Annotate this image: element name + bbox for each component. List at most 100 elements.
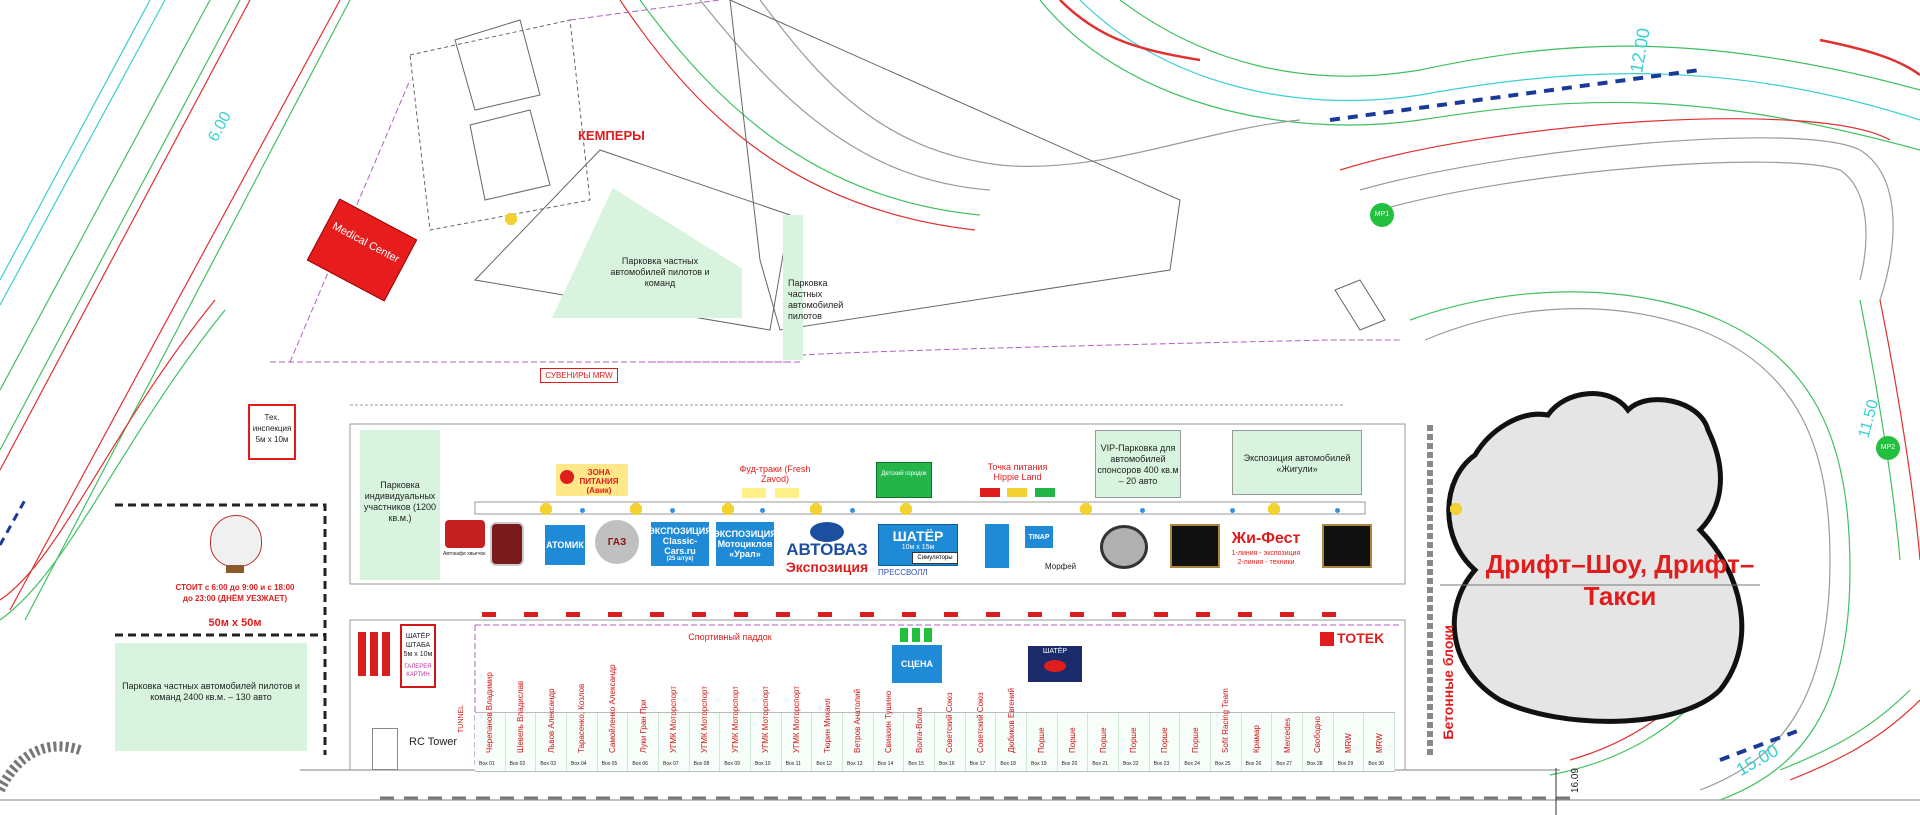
atomic-stand[interactable]: АТОМИК (545, 525, 585, 565)
press-wall-label: ПРЕССВОЛЛ (878, 568, 928, 577)
marker-6 (1080, 503, 1092, 515)
big-parking: Парковка частных автомобилей пилотов и к… (115, 643, 307, 751)
zhifest-logo-right (1322, 524, 1372, 568)
light-6 (1230, 508, 1235, 513)
flag-15 (1070, 612, 1084, 617)
pit-box-number: Box 19 (1031, 761, 1047, 767)
ural-stand[interactable]: ЭКСПОЗИЦИЯ Мотоциклов «Урал» (713, 522, 777, 566)
marker-5 (900, 503, 912, 515)
hq-tent[interactable]: ШАТЁР ШТАБА 5м х 10м ГАЛЕРЕЯ КАРТИН (400, 624, 436, 688)
marshal-post-mp2[interactable]: МР2 (1876, 436, 1900, 460)
pit-box-number: Box 07 (663, 761, 679, 767)
pit-box-number: Box 26 (1245, 761, 1262, 767)
marshal-post-mp1[interactable]: МР1 (1370, 203, 1394, 227)
pit-box-number: Box 09 (724, 761, 740, 767)
pit-box-number: Box 28 (1307, 761, 1323, 767)
marker-3 (722, 503, 734, 515)
pit-box-team: Свиахин Тушино (883, 690, 893, 753)
pit-box-team: Волга-Волга (914, 707, 924, 753)
pit-box-team: MRW (1374, 733, 1384, 753)
pit-box-number: Box 08 (693, 761, 710, 767)
gaz-badge-icon (490, 522, 524, 566)
kids-town[interactable]: Детский городок (876, 462, 932, 498)
tech-inspection[interactable]: Тех. инспекция 5м х 10м (248, 404, 296, 460)
pit-box-team: MRW (1343, 733, 1353, 753)
avtovaz-stand[interactable]: АВТОВАЗ Экспозиция (782, 520, 872, 576)
gaz-stand[interactable]: ГАЗ (595, 520, 639, 564)
flag-12 (944, 612, 958, 617)
rc-tower-icon (372, 728, 398, 770)
pit-box-team: Дюбиков Евгений (1006, 687, 1016, 753)
autocafe-label: Автокафе хвыгчок (443, 551, 486, 557)
parking-pilots-teams-label: Парковка частных автомобилей пилотов и к… (610, 256, 710, 288)
marker-8 (1450, 503, 1462, 515)
zhifest-title: Жи-Фест (1231, 530, 1301, 547)
tunnel-label: TUNNEL (458, 705, 465, 734)
pit-box-team: Порше (1129, 727, 1139, 753)
flag-4 (608, 612, 622, 617)
flag-18 (1196, 612, 1210, 617)
classic-cars-stand[interactable]: ЭКСПОЗИЦИЯ Classic-Cars.ru (25 штук) (648, 522, 712, 566)
pit-box-number: Box 13 (847, 761, 863, 767)
small-blue-stand[interactable] (985, 524, 1009, 568)
marker-4 (810, 503, 822, 515)
jaguar-logo-icon (1100, 525, 1148, 569)
banner-3 (382, 632, 390, 676)
pit-box-number: Box 23 (1153, 761, 1170, 767)
flag-21 (1322, 612, 1336, 617)
pit-box-number: Box 05 (601, 761, 618, 767)
tinap-stand[interactable]: TINAP (1025, 526, 1053, 548)
pit-box-number: Box 12 (816, 761, 832, 767)
flag-9 (818, 612, 832, 617)
concrete-blocks-label: Бетонные блоки (1440, 625, 1456, 740)
food-point-label: Точка питания Hippie Land (987, 462, 1048, 482)
pit-box-team: Mercedes (1282, 717, 1292, 753)
pit-box-number: Box 21 (1092, 761, 1108, 767)
pit-box[interactable]: MRW Box 30 (1364, 713, 1395, 771)
light-4 (850, 508, 855, 513)
hot-air-balloon-icon (210, 515, 262, 567)
pit-box-team: Луки Гран При (638, 699, 648, 753)
food-trucks-label: Фуд-траки (Fresh Zavod) (739, 464, 811, 484)
souvenirs-stand[interactable]: СУВЕНИРЫ MRW (540, 368, 618, 383)
pit-box-team: Порше (1159, 727, 1169, 753)
flag-11 (902, 612, 916, 617)
pit-box-team: УГМК Моторспорт (730, 686, 740, 753)
dim-1609: 16.09 (1570, 768, 1581, 794)
redbull-tent[interactable]: ШАТЁР (1028, 646, 1082, 682)
pit-box-team: Свободно (1313, 716, 1323, 753)
pit-box-number: Box 30 (1368, 761, 1384, 767)
flag-13 (986, 612, 1000, 617)
light-1 (580, 508, 585, 513)
scene-stage[interactable]: СЦЕНА (892, 645, 942, 683)
